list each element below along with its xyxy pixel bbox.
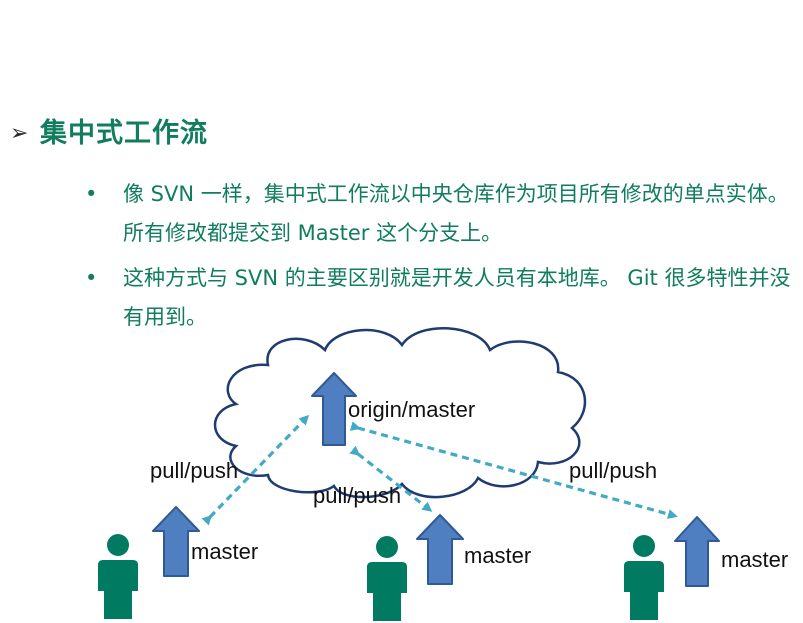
link-line-right <box>349 421 678 519</box>
person-icon <box>624 535 664 620</box>
pull-push-label-right: pull/push <box>569 458 657 483</box>
origin-master-label: origin/master <box>348 397 475 422</box>
developer-right: master <box>624 516 788 620</box>
pull-push-label-left: pull/push <box>150 458 238 483</box>
bullet-text: 像 SVN 一样，集中式工作流以中央仓库作为项目所有修改的单点实体。所有修改都提… <box>123 182 789 245</box>
arrow-bullet-icon: ➢ <box>10 121 29 146</box>
bullet-item: • 像 SVN 一样，集中式工作流以中央仓库作为项目所有修改的单点实体。所有修改… <box>85 175 795 253</box>
section-title: 集中式工作流 <box>40 118 208 149</box>
section-heading: ➢ 集中式工作流 <box>10 114 208 154</box>
developer-middle: master <box>367 514 531 621</box>
branch-label: master <box>191 539 258 564</box>
branch-label: master <box>464 543 531 568</box>
branch-label: master <box>721 547 788 572</box>
person-icon <box>367 536 407 621</box>
branch-arrow-icon <box>152 506 200 577</box>
pull-push-label-middle: pull/push <box>313 483 401 508</box>
bullet-text: 这种方式与 SVN 的主要区别就是开发人员有本地库。 Git 很多特性并没有用到… <box>123 266 791 329</box>
bullet-item: • 这种方式与 SVN 的主要区别就是开发人员有本地库。 Git 很多特性并没有… <box>85 259 795 337</box>
person-icon <box>98 534 138 619</box>
bullet-dot: • <box>85 182 98 206</box>
bullet-dot: • <box>85 266 98 290</box>
developer-left: master <box>98 506 258 619</box>
branch-arrow-icon <box>416 514 464 585</box>
branch-arrow-icon <box>674 516 720 587</box>
origin-arrow-icon <box>311 372 357 446</box>
bullet-list: • 像 SVN 一样，集中式工作流以中央仓库作为项目所有修改的单点实体。所有修改… <box>85 175 795 343</box>
